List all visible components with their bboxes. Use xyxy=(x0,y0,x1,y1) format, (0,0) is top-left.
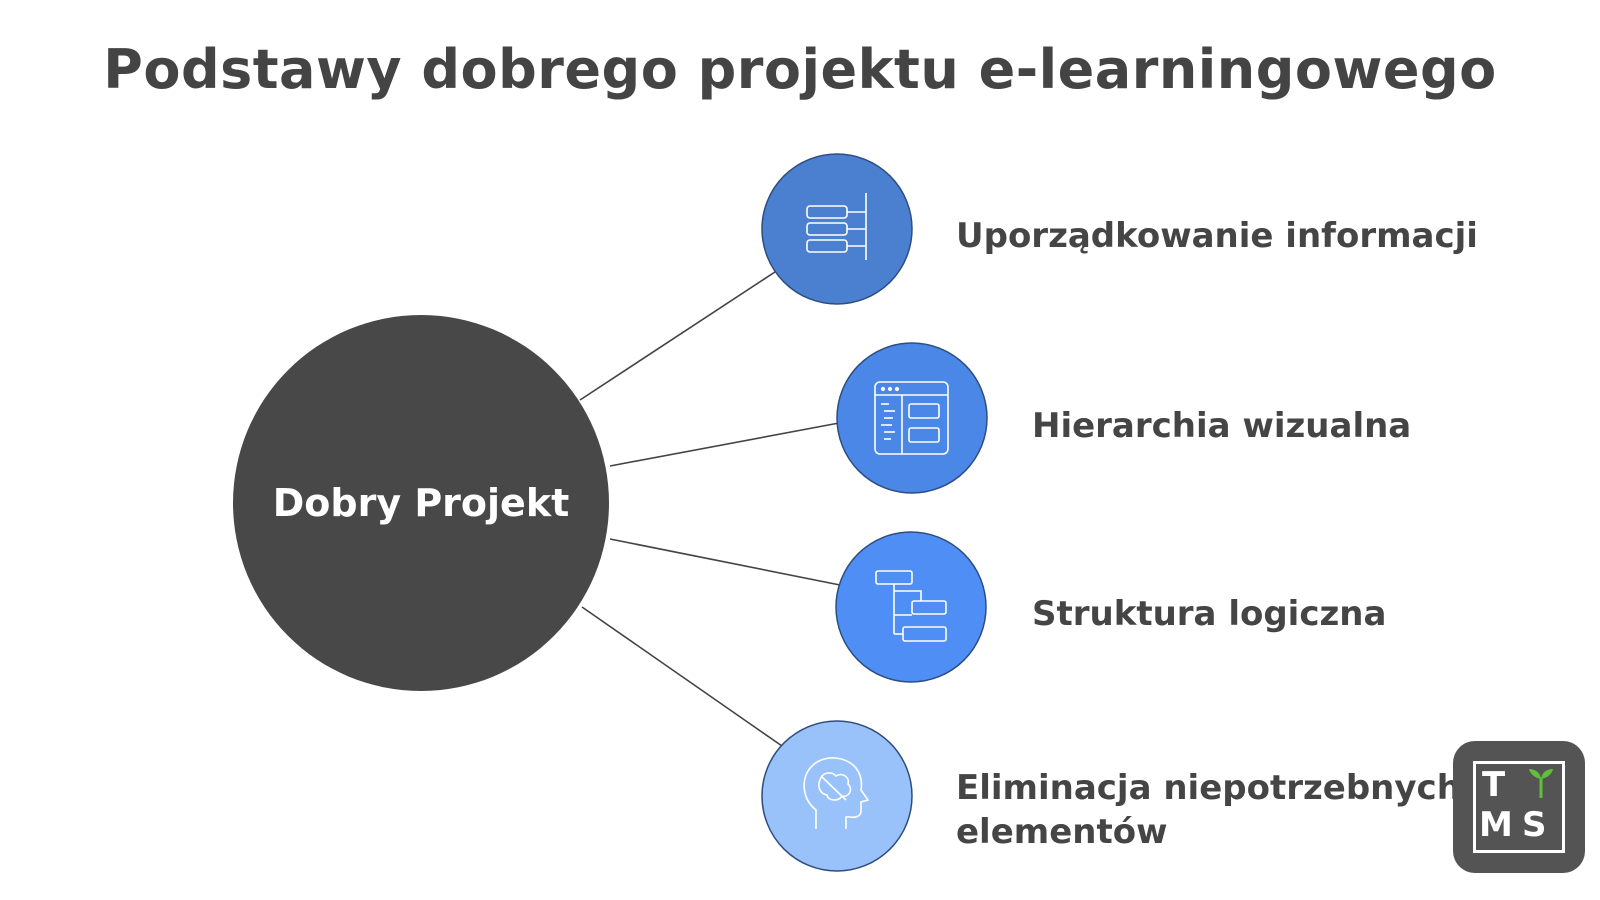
branch-label-2: Hierarchia wizualna xyxy=(1032,406,1412,446)
branch-node-4 xyxy=(761,720,913,872)
flowchart-tree-icon xyxy=(875,570,947,642)
connector-line-2 xyxy=(609,422,840,467)
connector-line-1 xyxy=(579,269,779,401)
connector-line-3 xyxy=(609,538,841,586)
page-title: Podstawy dobrego projektu e-learningoweg… xyxy=(103,38,1497,101)
logo-frame: T M S xyxy=(1473,761,1565,853)
connector-line-4 xyxy=(581,606,783,747)
sprout-icon xyxy=(1529,769,1553,798)
branch-node-1 xyxy=(761,153,913,305)
logo-letter-s: S xyxy=(1522,805,1547,845)
branch-node-2 xyxy=(836,342,988,494)
head-eraser-icon xyxy=(803,757,870,829)
layout-window-icon xyxy=(874,381,949,455)
branch-label-4-line-1: Eliminacja niepotrzebnych xyxy=(956,768,1461,808)
branch-label-4-line-2: elementów xyxy=(956,812,1168,852)
center-node-label: Dobry Projekt xyxy=(273,481,570,525)
branch-node-3 xyxy=(835,531,987,683)
tms-logo: T M S xyxy=(1453,741,1585,873)
branch-label-4: Eliminacja niepotrzebnych elementów xyxy=(956,766,1461,854)
center-node: Dobry Projekt xyxy=(233,315,609,691)
branch-label-1: Uporządkowanie informacji xyxy=(956,216,1478,256)
logo-letter-t: T xyxy=(1482,765,1506,805)
branch-label-3: Struktura logiczna xyxy=(1032,594,1387,634)
info-structure-icon xyxy=(806,193,867,260)
logo-letter-m: M xyxy=(1479,805,1513,845)
